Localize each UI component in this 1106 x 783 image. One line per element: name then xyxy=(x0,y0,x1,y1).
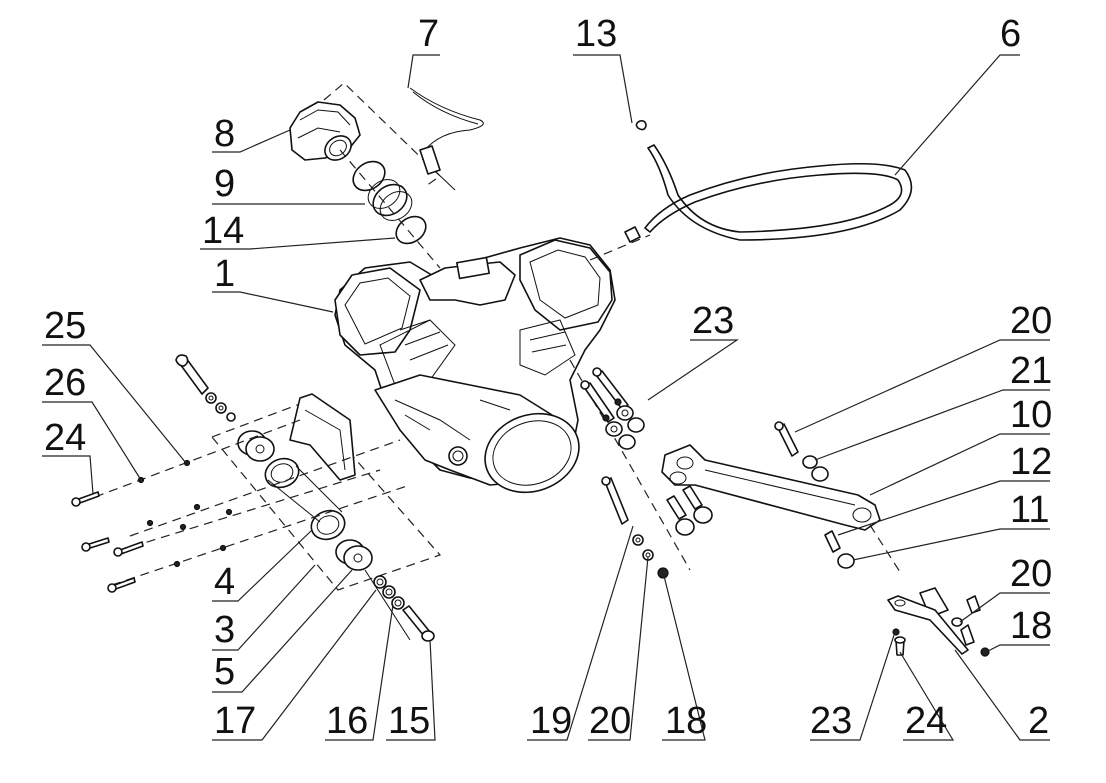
callout-14: 14 xyxy=(202,210,244,252)
callout-13: 13 xyxy=(575,13,617,55)
callout-7: 7 xyxy=(418,13,439,55)
callout-4: 4 xyxy=(214,561,235,603)
callout-18-right: 18 xyxy=(1010,605,1052,647)
callout-26: 25 xyxy=(44,305,86,347)
callout-5: 5 xyxy=(214,651,235,693)
left-fasteners xyxy=(71,419,411,593)
callout-23-top: 23 xyxy=(692,300,734,342)
callout-12: 12 xyxy=(1010,441,1052,483)
callout-22: 21 xyxy=(1010,350,1052,392)
callout-24: 24 xyxy=(905,700,947,742)
callout-2: 2 xyxy=(1028,700,1049,742)
callout-20-bottom: 20 xyxy=(589,700,631,742)
callout-20-right: 20 xyxy=(1010,553,1052,595)
bottom-left-fasteners xyxy=(364,569,435,642)
engine-part xyxy=(334,237,616,494)
callout-10: 10 xyxy=(1010,394,1052,436)
callout-27: 26 xyxy=(44,362,86,404)
rear-bracket-part xyxy=(887,587,990,657)
center-right-fasteners xyxy=(569,359,691,579)
callout-3: 3 xyxy=(214,609,235,651)
callout-18-bottom: 18 xyxy=(665,700,707,742)
callout-25: 24 xyxy=(44,417,86,459)
throttle-body-part xyxy=(289,82,441,187)
callout-labels: 7 13 6 8 9 14 1 25 26 24 4 3 5 17 16 15 … xyxy=(44,13,1052,742)
breather-hose-part xyxy=(589,120,913,261)
left-mount-assembly xyxy=(175,354,442,591)
callout-9: 9 xyxy=(214,163,235,205)
callout-1: 1 xyxy=(214,253,235,295)
support-arm-part xyxy=(661,421,901,573)
callout-8: 8 xyxy=(214,113,235,155)
callout-17: 17 xyxy=(214,700,256,742)
callout-6: 6 xyxy=(1000,13,1021,55)
callout-11: 11 xyxy=(1010,489,1049,531)
leader-lines xyxy=(42,54,1050,741)
callout-21: 20 xyxy=(1010,300,1052,342)
callout-19: 19 xyxy=(530,700,572,742)
callout-15: 15 xyxy=(388,700,430,742)
callout-16: 16 xyxy=(326,700,368,742)
throttle-cable-part xyxy=(409,87,484,191)
callout-23-bottom: 23 xyxy=(810,700,852,742)
intake-boot-part xyxy=(339,149,441,269)
